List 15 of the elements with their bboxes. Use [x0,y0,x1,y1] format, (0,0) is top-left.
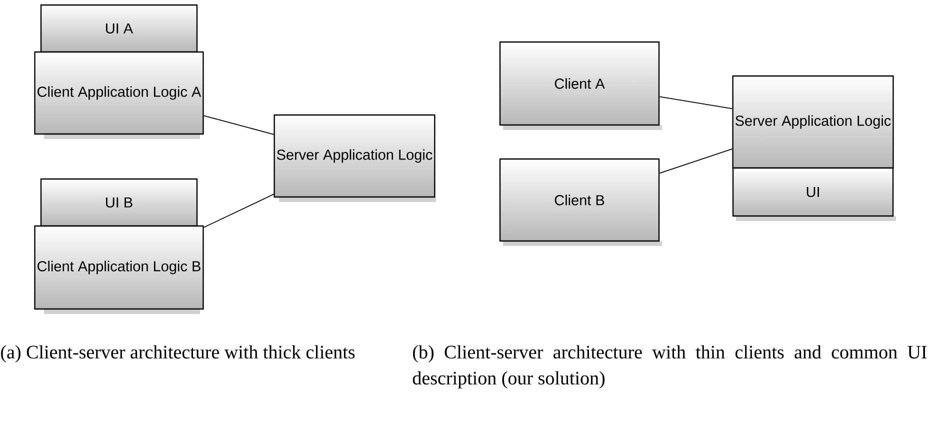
client-box: Client B [499,158,660,242]
client-logic-box: Client Application Logic A [34,51,204,135]
server-box: Server Application Logic [732,75,894,169]
caption: (b) Client-server architecture with thin clients and common UI description (our solution) [412,345,927,388]
ui-box: UI [732,167,894,217]
ui-box: UI A [40,4,198,53]
connector-line [659,96,733,110]
caption: (a) Client-server architecture with thick clients [1,345,355,362]
connector-line [203,115,274,135]
client-box: Client A [499,41,660,126]
ui-box: UI B [40,178,198,227]
connector-line [659,148,733,174]
connector-line [203,194,274,228]
client-logic-box: Client Application Logic B [34,225,204,310]
server-box: Server Application Logic [274,114,436,198]
